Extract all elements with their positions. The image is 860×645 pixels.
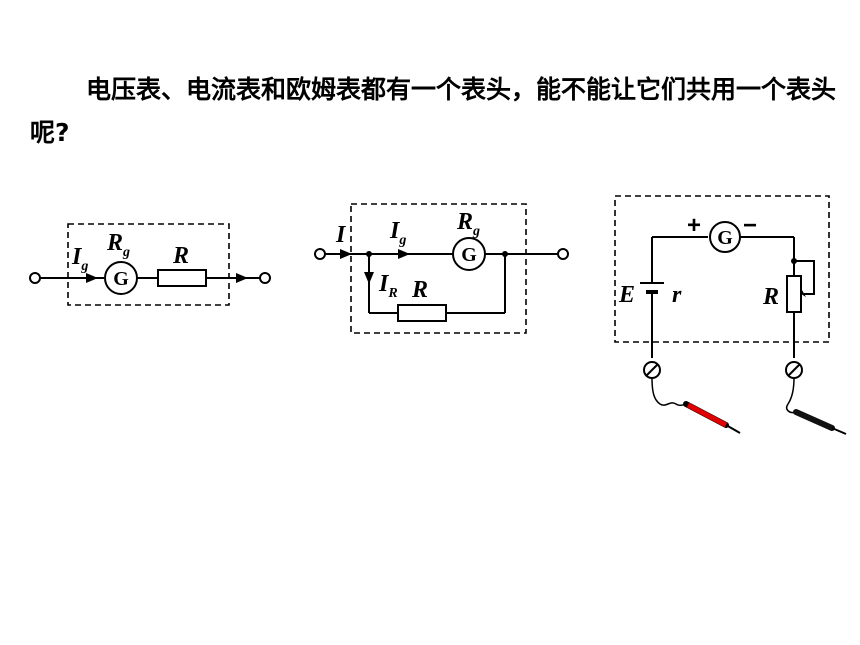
galvanometer-label: G [461,244,477,266]
black-probe-icon [793,409,835,431]
ammeter-diagram: G I Ig Rg IR R [314,203,569,334]
current-arrow-out [236,273,248,283]
galvanometer-label: G [717,227,733,249]
ammeter-dashed-box [350,203,527,334]
red-probe-tip [725,424,741,434]
output-terminal [557,248,569,260]
internal-resistance-r-label: r [672,282,682,308]
resistor-r-label: R [172,243,189,269]
shunt-resistor-icon [397,304,447,322]
current-ir-label: IR [378,271,398,301]
plus-sign: + [687,212,701,239]
output-terminal [259,272,271,284]
emf-e-label: E [618,282,635,308]
terminal-right-slash [787,363,801,377]
input-terminal [29,272,41,284]
black-lead-wire [785,377,797,414]
galvanometer-label: G [113,268,129,290]
current-arrow-main [340,249,352,259]
minus-sign: − [743,212,757,239]
voltmeter-diagram: G Ig Rg R [29,223,271,306]
question-text: 电压表、电流表和欧姆表都有一个表头，能不能让它们共用一个表头呢? [30,68,840,154]
current-arrow-branch [398,249,410,259]
current-i-label: I [335,222,347,248]
red-probe-icon [686,402,728,428]
current-arrow [86,273,98,283]
ohmmeter-diagram: G + − E r R [614,195,847,435]
current-ig-label: Ig [389,218,406,248]
ohmmeter-dashed-box [614,195,830,343]
black-probe-tip [831,427,847,435]
resistor-icon [157,269,207,287]
current-arrow-shunt [364,272,374,284]
rg-label: Rg [106,230,130,260]
rg-label: Rg [456,209,480,239]
variable-resistor-r-label: R [762,284,779,310]
voltmeter-dashed-box [67,223,230,306]
rheostat-icon [786,275,802,313]
question-sentence: 电压表、电流表和欧姆表都有一个表头，能不能让它们共用一个表头呢? [30,75,837,147]
red-lead-wire [651,377,689,407]
current-ig-label: Ig [71,244,88,274]
terminal-left-slash [645,363,659,377]
resistor-r-label: R [411,277,428,303]
input-terminal [314,248,326,260]
rheostat-slider-wire [794,260,815,295]
rheostat-slider-arrow [801,290,806,297]
